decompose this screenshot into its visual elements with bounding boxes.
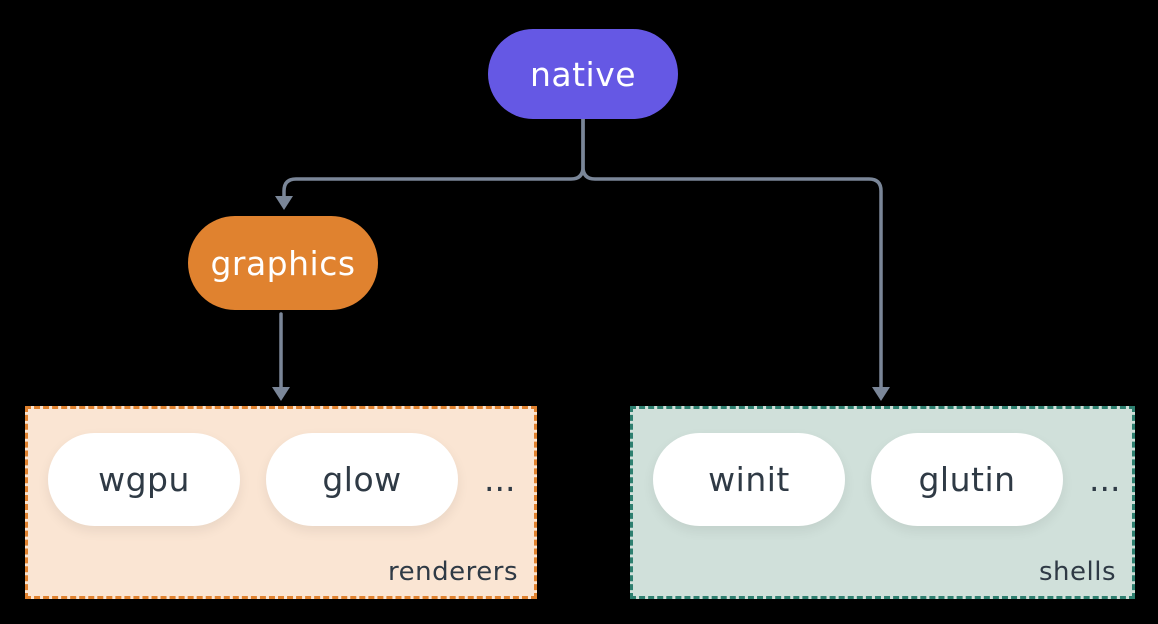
node-graphics-label: graphics — [210, 243, 356, 283]
edge-native-graphics — [282, 117, 585, 198]
node-glutin-label: glutin — [918, 460, 1016, 499]
group-shells: winit glutin ... shells — [630, 406, 1135, 599]
node-glow-label: glow — [322, 460, 402, 499]
arrowhead-graphics — [275, 196, 293, 210]
node-winit-label: winit — [708, 460, 790, 499]
node-graphics: graphics — [188, 216, 378, 310]
group-renderers: wgpu glow ... renderers — [25, 406, 537, 599]
group-shells-label: shells — [1038, 557, 1116, 587]
renderers-ellipsis: ... — [484, 460, 516, 499]
node-winit: winit — [653, 433, 845, 526]
node-native-label: native — [529, 54, 637, 94]
node-native: native — [488, 29, 678, 119]
shells-pill-row: winit glutin ... — [633, 409, 1132, 526]
shells-ellipsis: ... — [1089, 460, 1121, 499]
renderers-pill-row: wgpu glow ... — [28, 409, 534, 526]
node-glutin: glutin — [871, 433, 1063, 526]
edge-native-shells — [581, 117, 883, 389]
node-wgpu-label: wgpu — [98, 460, 190, 499]
arrowhead-renderers — [272, 387, 290, 401]
group-renderers-label: renderers — [388, 557, 518, 587]
arrowhead-shells — [872, 387, 890, 401]
node-wgpu: wgpu — [48, 433, 240, 526]
node-glow: glow — [266, 433, 458, 526]
